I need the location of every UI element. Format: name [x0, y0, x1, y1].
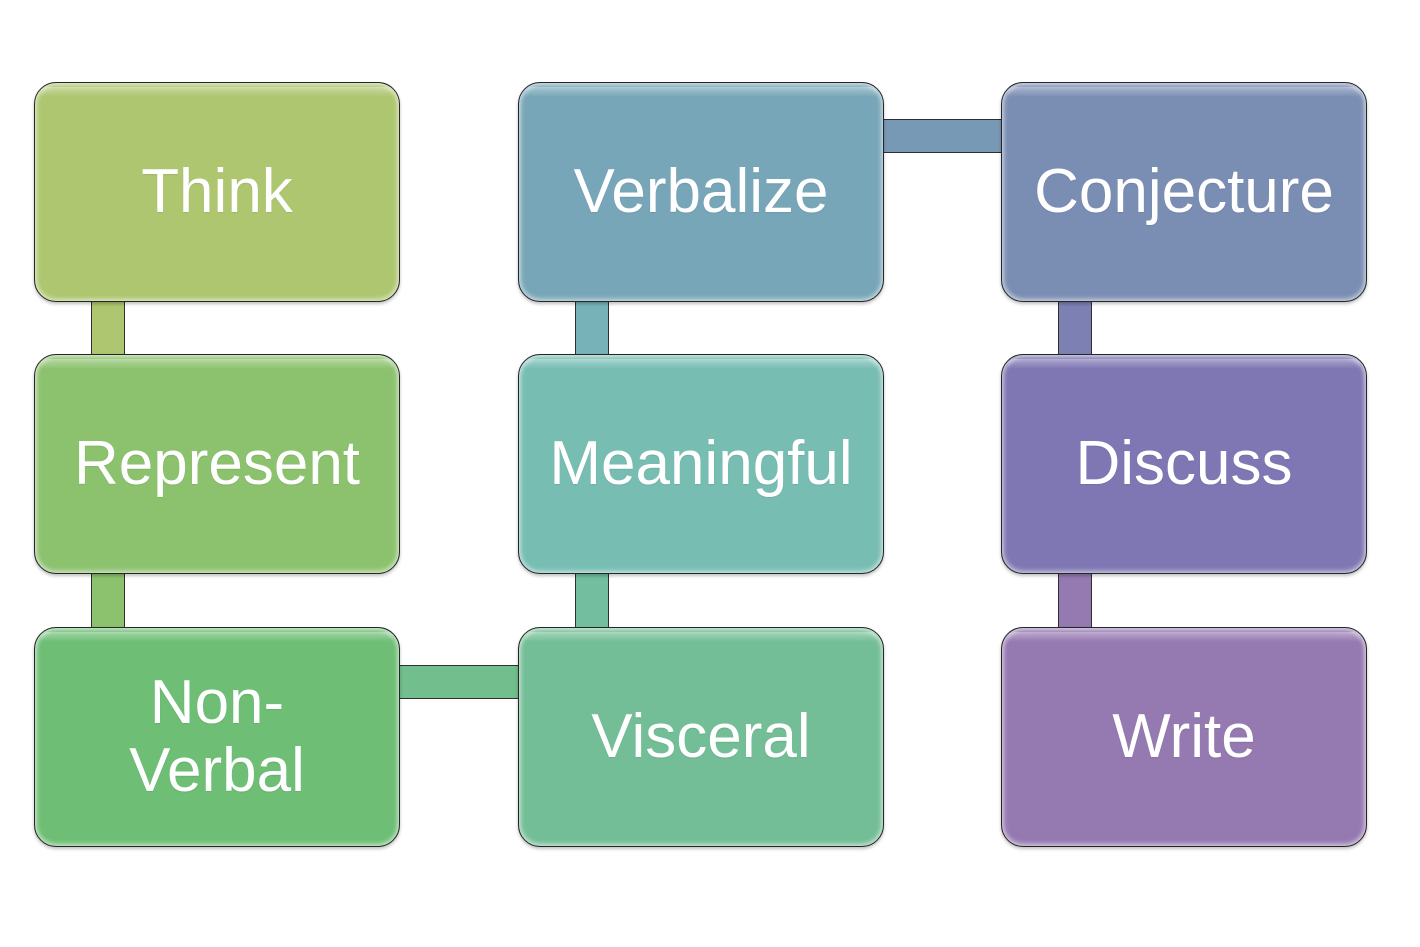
node-verbalize-label: Verbalize	[573, 157, 829, 226]
node-meaningful-label: Meaningful	[549, 429, 853, 498]
connector-represent-nonverbal	[91, 572, 125, 630]
node-think: Think	[34, 82, 400, 302]
connector-discuss-write	[1058, 572, 1092, 630]
connector-meaningful-verbalize	[575, 300, 609, 358]
node-discuss-label: Discuss	[1075, 429, 1293, 498]
node-think-label: Think	[141, 157, 293, 226]
node-write: Write	[1001, 627, 1367, 847]
node-write-label: Write	[1112, 702, 1256, 771]
node-visceral: Visceral	[518, 627, 884, 847]
node-nonverbal-label: Non- Verbal	[129, 668, 305, 805]
node-visceral-label: Visceral	[591, 702, 811, 771]
node-conjecture: Conjecture	[1001, 82, 1367, 302]
connector-think-represent	[91, 300, 125, 358]
connector-nonverbal-visceral	[397, 665, 521, 699]
node-verbalize: Verbalize	[518, 82, 884, 302]
connector-conjecture-discuss	[1058, 300, 1092, 358]
node-meaningful: Meaningful	[518, 354, 884, 574]
connector-verbalize-conjecture	[881, 119, 1005, 153]
node-nonverbal: Non- Verbal	[34, 627, 400, 847]
node-represent-label: Represent	[73, 429, 361, 498]
connector-visceral-meaningful	[575, 572, 609, 630]
node-represent: Represent	[34, 354, 400, 574]
node-discuss: Discuss	[1001, 354, 1367, 574]
node-conjecture-label: Conjecture	[1034, 157, 1334, 226]
